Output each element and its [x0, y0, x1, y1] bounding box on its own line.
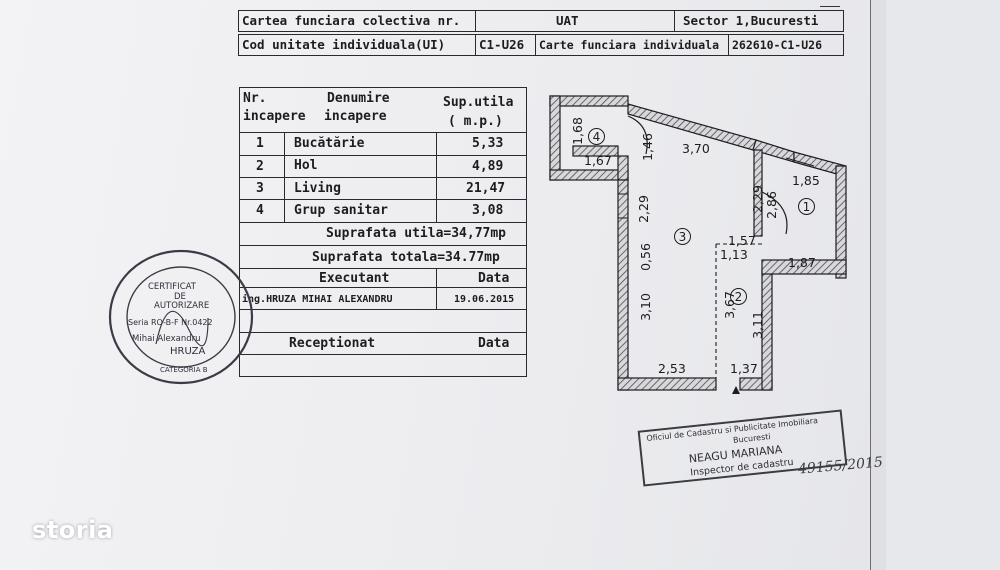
table-line [240, 222, 526, 223]
dim-1-13: 1,13 [720, 247, 748, 262]
cf-colectiva-value [475, 11, 773, 31]
dim-1-87: 1,87 [788, 255, 816, 270]
receptionat-data-label: Data [478, 336, 510, 351]
stamp-line-2: DE [174, 292, 186, 302]
dim-3-70: 3,70 [682, 141, 710, 156]
table-line [240, 132, 526, 133]
row-4-area: 3,08 [472, 203, 504, 218]
storia-logo: storia [32, 516, 114, 544]
suprafata-totala: Suprafata totala=34.77mp [312, 250, 500, 265]
background-right [886, 0, 1000, 570]
row-3-name: Living [294, 181, 341, 196]
dim-0-56: 0,56 [637, 243, 653, 271]
dim-1-67: 1,67 [584, 153, 612, 168]
row-4-name: Grup sanitar [294, 203, 388, 218]
col-nr-header-2: incapere [243, 109, 306, 124]
table-vline [436, 132, 437, 222]
stamp-rings [108, 249, 254, 385]
ui-code-label: Cod unitate individuala(UI) [242, 37, 446, 52]
row-2-nr: 2 [256, 159, 264, 174]
dim-1-37: 1,37 [730, 361, 758, 376]
col-name-header: Denumire [327, 91, 390, 106]
dim-3-11: 3,11 [749, 311, 765, 339]
header-row-1: Cartea funciara colectiva nr. UAT Sector… [238, 10, 844, 32]
dim-3-67: 3,67 [721, 291, 737, 319]
col-nr-header: Nr. [243, 91, 267, 106]
stamp-line-4: Seria RO-B-F Nr.0422 [128, 318, 213, 327]
col-area-header-2: ( m.p.) [448, 114, 503, 129]
dim-1-46: 1,46 [639, 133, 655, 161]
cf-colectiva-label: Cartea funciara colectiva nr. [242, 13, 461, 28]
row-1-name: Bucătărie [294, 136, 365, 151]
table-line [240, 332, 526, 333]
receptionat-label: Receptionat [289, 336, 376, 351]
suprafata-utila: Suprafata utila=34,77mp [326, 226, 507, 241]
table-line [240, 268, 526, 269]
row-2-area: 4,89 [472, 159, 504, 174]
floor-plan-walls [549, 95, 847, 394]
table-line [240, 309, 526, 310]
uat-label: UAT [556, 13, 579, 28]
dim-3-10: 3,10 [637, 293, 653, 321]
row-3-area: 21,47 [466, 181, 506, 196]
dim-2-53: 2,53 [658, 361, 686, 376]
executant-date: 19.06.2015 [454, 294, 515, 305]
dim-2-29-right: 2,29 [749, 185, 765, 213]
row-1-nr: 1 [256, 136, 264, 151]
stamp-line-5: Mihai Alexandru [132, 334, 201, 344]
room-1-marker: 1 [798, 198, 815, 215]
header-table: Cartea funciara colectiva nr. UAT Sector… [238, 10, 844, 64]
dim-1-85: 1,85 [792, 173, 820, 188]
table-line [240, 245, 526, 246]
header-row-2: Cod unitate individuala(UI) C1-U26 Carte… [238, 34, 844, 56]
stamp-line-3: AUTORIZARE [154, 301, 210, 311]
table-line [240, 199, 526, 200]
cf-individuala-value: 262610-C1-U26 [728, 35, 845, 55]
room-2-marker: 2 [730, 288, 747, 305]
col-area-header: Sup.utila [443, 95, 514, 110]
stamp-line-6: HRUZA [170, 346, 206, 357]
row-4-nr: 4 [256, 203, 264, 218]
row-3-nr: 3 [256, 181, 264, 196]
col-name-header-2: incapere [324, 109, 387, 124]
row-2-name: Hol [294, 158, 318, 173]
table-line [240, 177, 526, 178]
floor-plan: 4 1 3 2 1,68 1,67 1,46 3,70 1,85 2,29 2,… [548, 94, 852, 394]
dim-1-57: 1,57 [728, 233, 756, 248]
cf-individuala-label: Carte funciara individuala [535, 35, 728, 55]
page-edge [870, 0, 889, 570]
dim-2-29-left: 2,29 [635, 195, 651, 223]
room-4-marker: 4 [588, 128, 605, 145]
executant-data-label: Data [478, 271, 510, 286]
ui-code-value: C1-U26 [475, 35, 535, 55]
table-line [240, 287, 526, 288]
executant-label: Executant [319, 271, 390, 286]
room-3-marker: 3 [674, 228, 691, 245]
uat-value: Sector 1,Bucuresti [674, 11, 844, 31]
dim-2-86: 2,86 [763, 191, 779, 219]
table-vline [436, 268, 437, 309]
stamp-line-1: CERTIFICAT [148, 282, 196, 292]
dim-1-68: 1,68 [569, 117, 585, 145]
executant-name: ing.HRUZA MIHAI ALEXANDRU [242, 294, 393, 305]
rooms-table: Nr. incapere Denumire incapere Sup.utila… [239, 87, 527, 377]
row-1-area: 5,33 [472, 136, 504, 151]
table-line [240, 155, 526, 156]
table-line [240, 354, 526, 355]
cadastru-line-2: Bucuresti [732, 432, 772, 445]
authorization-stamp: CERTIFICAT DE AUTORIZARE Seria RO-B-F Nr… [108, 248, 256, 386]
table-vline [284, 132, 285, 222]
top-corner-mark [820, 0, 840, 7]
stamp-line-7: CATEGORIA B [160, 366, 208, 374]
